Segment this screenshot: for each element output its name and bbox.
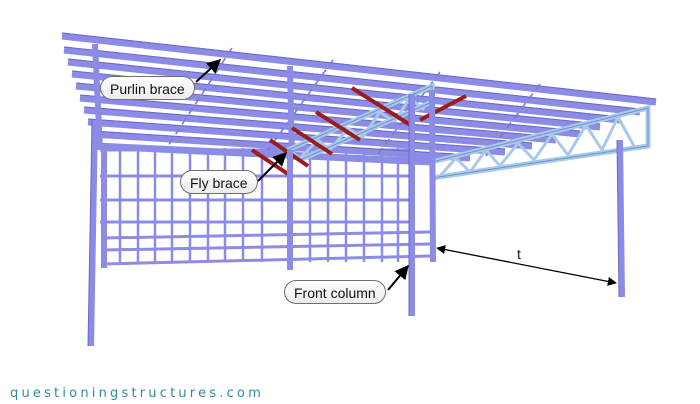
front-column-label: Front column xyxy=(284,280,386,304)
purlin-brace-label: Purlin brace xyxy=(100,76,195,100)
front-column-arrow xyxy=(387,264,409,291)
rafters xyxy=(92,43,295,161)
fly-brace-label: Fly brace xyxy=(180,170,258,194)
roof-purlin-edges xyxy=(61,32,657,156)
site-watermark[interactable]: questioningstructures.com xyxy=(10,386,264,401)
callout-arrows xyxy=(195,59,409,291)
fly-brace-arrow xyxy=(257,152,287,182)
purlin-brace-arrow xyxy=(195,59,222,83)
back-wall-studs xyxy=(118,148,400,262)
dimension-t-label: t xyxy=(517,246,521,262)
columns xyxy=(88,89,625,347)
column-edges xyxy=(87,94,620,347)
fly-braces xyxy=(250,86,467,176)
dimension-t xyxy=(436,245,617,286)
back-wall-girts xyxy=(100,148,431,266)
